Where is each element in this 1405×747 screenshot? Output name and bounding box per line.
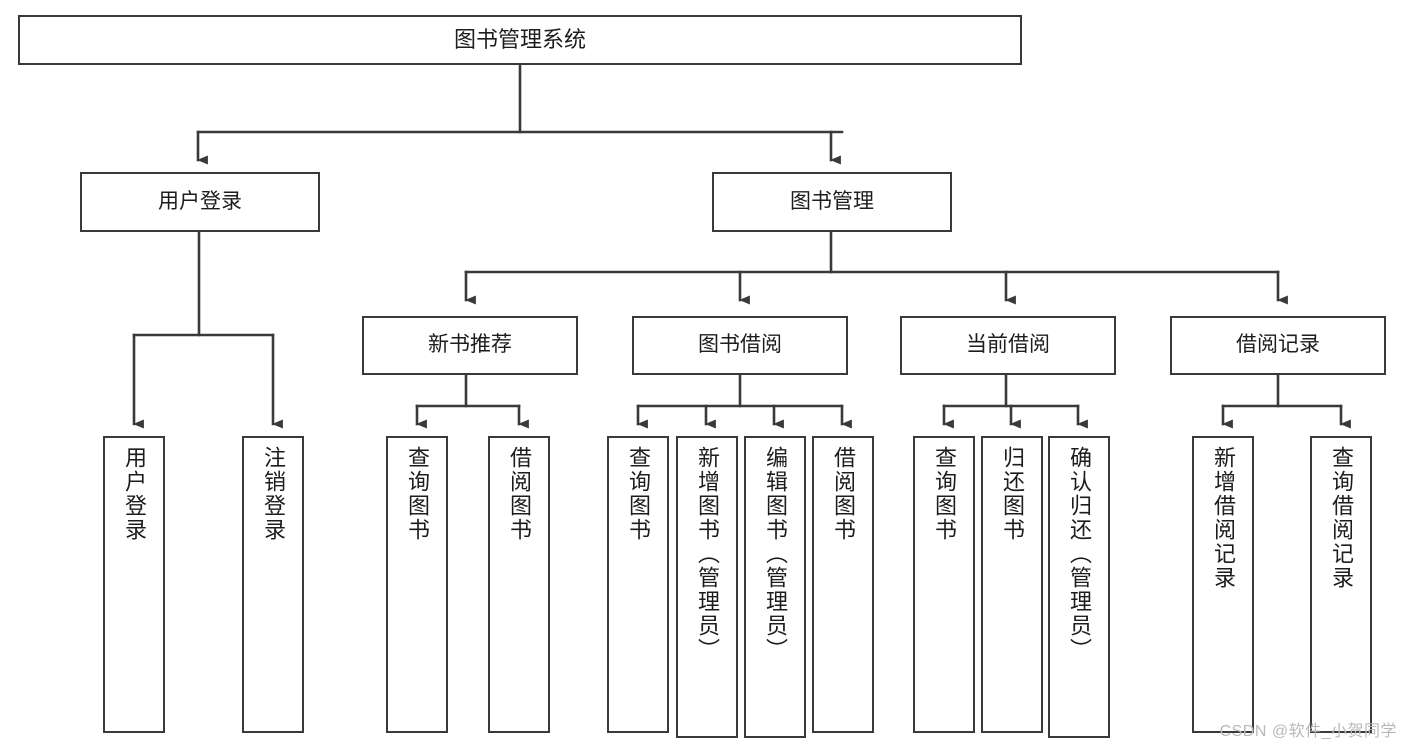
- leaf-current-borrow-return[interactable]: 归还图书: [981, 436, 1043, 733]
- leaf-current-borrow-query-label: 查询图书: [932, 446, 957, 542]
- node-book-borrow-label: 图书借阅: [698, 333, 782, 357]
- leaf-current-borrow-confirm[interactable]: 确认归还（管理员）: [1048, 436, 1110, 738]
- leaf-book-borrow-borrow[interactable]: 借阅图书: [812, 436, 874, 733]
- watermark-text: CSDN @软件_小贺同学: [1219, 723, 1397, 740]
- leaf-borrow-record-query-label: 查询借阅记录: [1329, 446, 1354, 590]
- leaf-borrow-record-add-label: 新增借阅记录: [1211, 446, 1236, 590]
- leaf-book-borrow-query-label: 查询图书: [626, 446, 651, 542]
- leaf-book-borrow-edit[interactable]: 编辑图书（管理员）: [744, 436, 806, 738]
- leaf-book-borrow-edit-label: 编辑图书（管理员）: [763, 446, 788, 662]
- node-current-borrow-label: 当前借阅: [966, 333, 1050, 357]
- node-current-borrow[interactable]: 当前借阅: [900, 316, 1116, 375]
- leaf-book-borrow-add[interactable]: 新增图书（管理员）: [676, 436, 738, 738]
- leaf-new-book-query[interactable]: 查询图书: [386, 436, 448, 733]
- leaf-user-login-logout[interactable]: 注销登录: [242, 436, 304, 733]
- leaf-borrow-record-query[interactable]: 查询借阅记录: [1310, 436, 1372, 733]
- node-root[interactable]: 图书管理系统: [18, 15, 1022, 65]
- leaf-new-book-query-label: 查询图书: [405, 446, 430, 542]
- leaf-book-borrow-add-label: 新增图书（管理员）: [695, 446, 720, 662]
- node-new-book-recommend[interactable]: 新书推荐: [362, 316, 578, 375]
- node-borrow-record[interactable]: 借阅记录: [1170, 316, 1386, 375]
- node-book-manage-label: 图书管理: [790, 189, 874, 213]
- leaf-book-borrow-borrow-label: 借阅图书: [831, 446, 856, 542]
- leaf-new-book-borrow-label: 借阅图书: [507, 446, 532, 542]
- node-borrow-record-label: 借阅记录: [1236, 333, 1320, 357]
- node-user-login-label: 用户登录: [158, 189, 242, 213]
- leaf-borrow-record-add[interactable]: 新增借阅记录: [1192, 436, 1254, 733]
- leaf-user-login-logout-label: 注销登录: [261, 446, 286, 542]
- node-new-book-recommend-label: 新书推荐: [428, 333, 512, 357]
- leaf-current-borrow-confirm-label: 确认归还（管理员）: [1067, 446, 1092, 662]
- leaf-book-borrow-query[interactable]: 查询图书: [607, 436, 669, 733]
- leaf-new-book-borrow[interactable]: 借阅图书: [488, 436, 550, 733]
- node-book-borrow[interactable]: 图书借阅: [632, 316, 848, 375]
- node-book-manage[interactable]: 图书管理: [712, 172, 952, 232]
- leaf-current-borrow-query[interactable]: 查询图书: [913, 436, 975, 733]
- leaf-current-borrow-return-label: 归还图书: [1000, 446, 1025, 542]
- leaf-user-login-login-label: 用户登录: [122, 446, 147, 542]
- node-user-login[interactable]: 用户登录: [80, 172, 320, 232]
- leaf-user-login-login[interactable]: 用户登录: [103, 436, 165, 733]
- node-root-label: 图书管理系统: [453, 27, 586, 53]
